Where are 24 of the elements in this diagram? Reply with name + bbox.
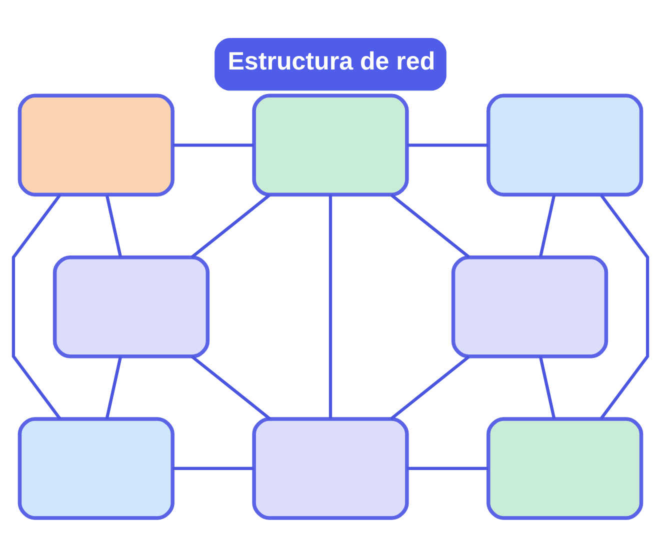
connector bbox=[538, 356, 556, 419]
connector bbox=[172, 466, 254, 470]
node-box bbox=[18, 416, 174, 520]
connector bbox=[538, 194, 556, 258]
node-box bbox=[252, 416, 409, 520]
node-box bbox=[52, 254, 210, 358]
connector bbox=[172, 143, 254, 146]
connector bbox=[600, 193, 650, 420]
node-box bbox=[252, 93, 409, 196]
connector bbox=[105, 194, 122, 258]
connector bbox=[407, 466, 488, 470]
connector bbox=[12, 193, 62, 420]
connector bbox=[328, 194, 332, 418]
node-box bbox=[486, 93, 644, 196]
connector bbox=[105, 356, 122, 419]
connector bbox=[390, 193, 470, 258]
connector bbox=[190, 193, 271, 258]
node-box bbox=[18, 93, 174, 196]
node-box bbox=[451, 254, 608, 358]
node-box bbox=[486, 416, 644, 520]
connector bbox=[191, 354, 271, 420]
connector bbox=[390, 354, 470, 420]
diagram-title: Estructura de red bbox=[228, 46, 436, 75]
connector bbox=[407, 143, 488, 146]
